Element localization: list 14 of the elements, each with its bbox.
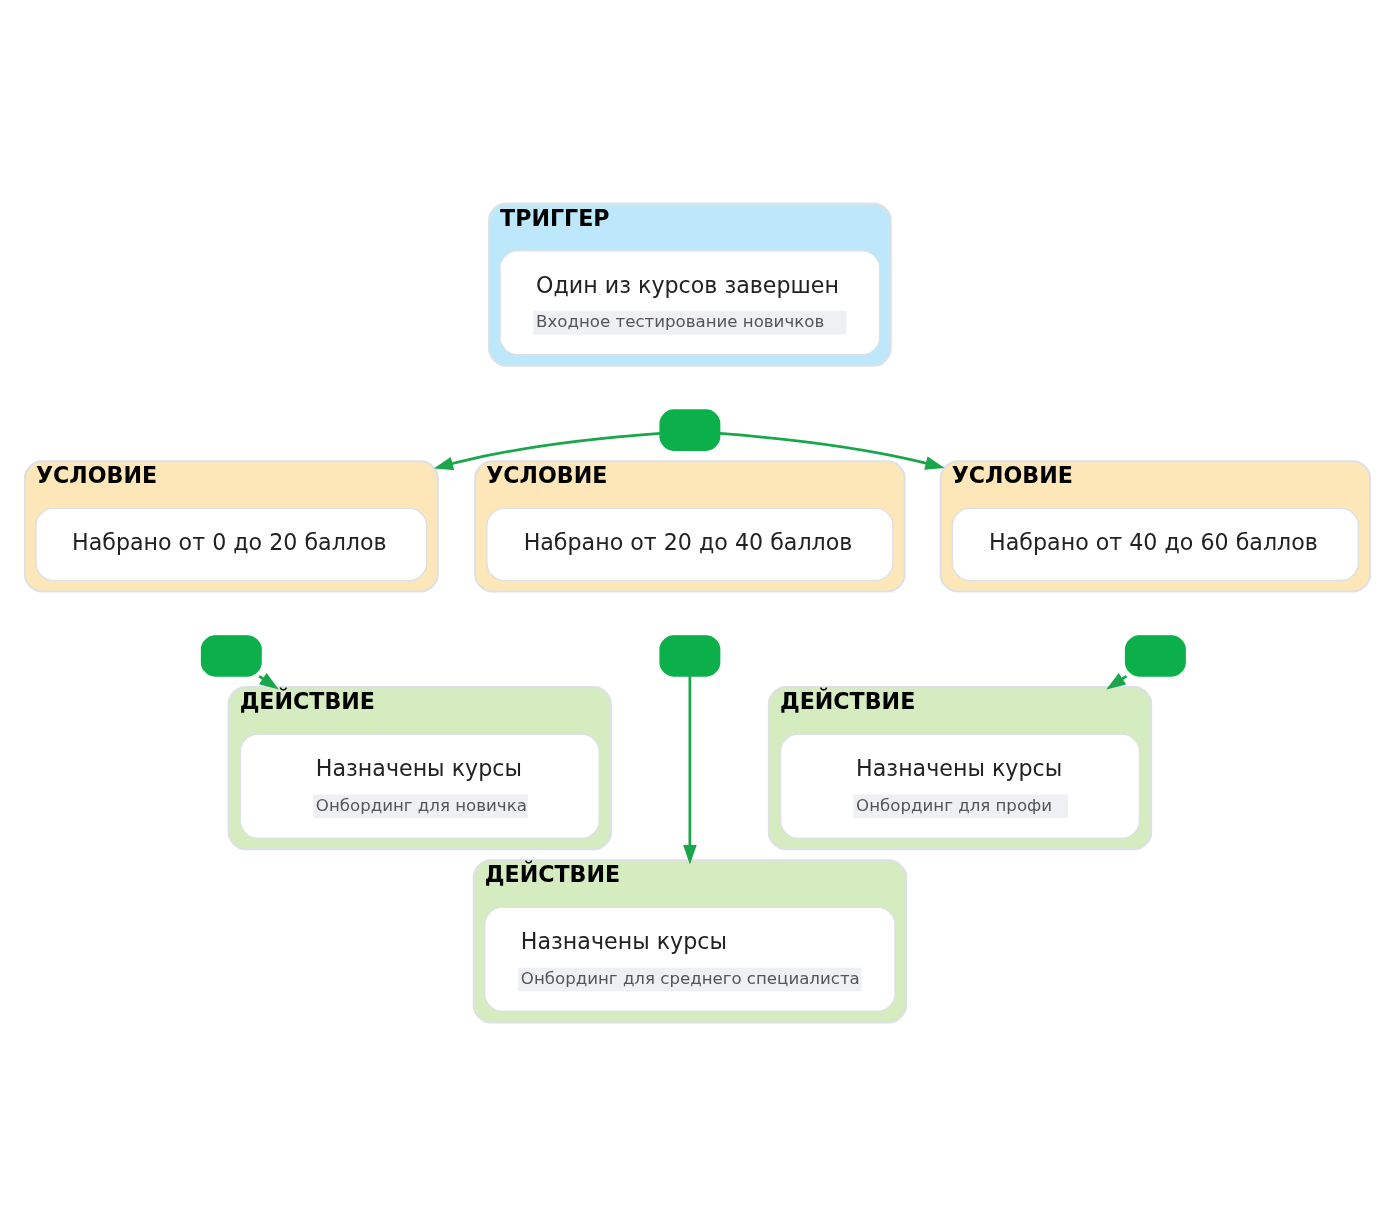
node-box [659,635,721,677]
node-box: Один из курсов завершен Входное тестирование новичков [499,250,881,356]
node-box [1124,635,1186,677]
arrow [433,432,661,471]
node-box: Назначены курсы Онбординг для профи [779,733,1141,839]
node-box: Набрано от 0 до 20 баллов [35,507,428,582]
arrow [719,432,945,470]
node-box [659,409,721,451]
node-box: Набрано от 20 до 40 баллов [486,507,894,582]
node-box [200,635,262,677]
node-box: Набрано от 40 до 60 баллов [951,507,1359,582]
node-box: Назначены курсы Онбординг для новичка [239,733,600,839]
arrow [683,676,697,865]
node-box: Назначены курсы Онбординг для среднего специалиста [484,906,896,1012]
